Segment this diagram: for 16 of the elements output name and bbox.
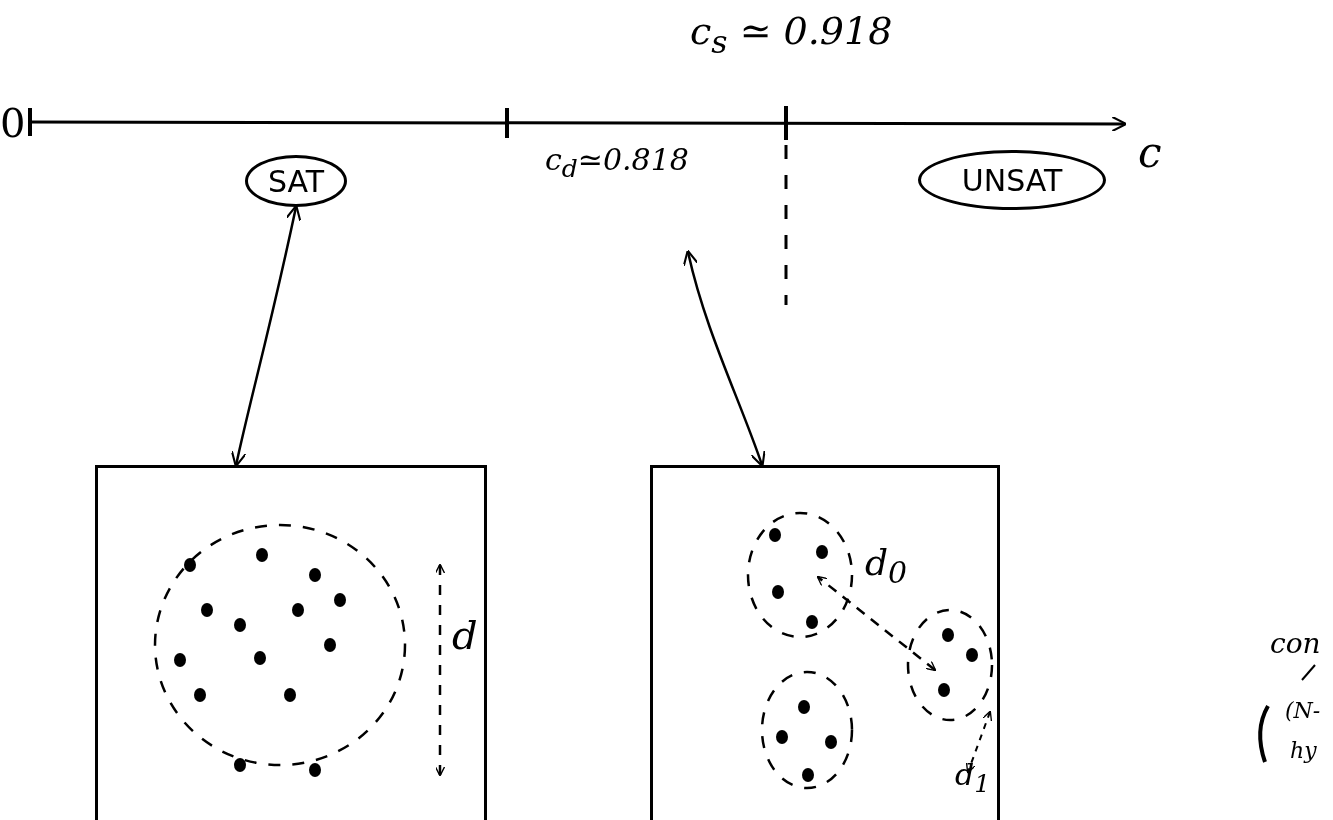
axis-origin-label: 0 xyxy=(0,103,26,143)
note-text: (N- xyxy=(1285,700,1321,722)
note-text: hy xyxy=(1290,740,1317,762)
threshold-label: c$_{d}$≃0.818 xyxy=(545,145,689,181)
axis-label: c xyxy=(1138,132,1162,174)
dimension-label: d xyxy=(452,615,478,655)
state-ellipse: SAT xyxy=(245,155,347,207)
dimension-label: d$_{1}$ xyxy=(955,760,991,796)
panel-box xyxy=(650,465,1000,820)
state-ellipse: UNSAT xyxy=(918,150,1106,210)
note-text: con xyxy=(1270,630,1321,658)
dimension-label: d$_{0}$ xyxy=(865,545,908,589)
double-arrow xyxy=(230,204,302,468)
panel-box xyxy=(95,465,487,820)
double-arrow xyxy=(683,249,766,468)
threshold-label: c$_{s}$ ≃ 0.918 xyxy=(690,12,893,59)
